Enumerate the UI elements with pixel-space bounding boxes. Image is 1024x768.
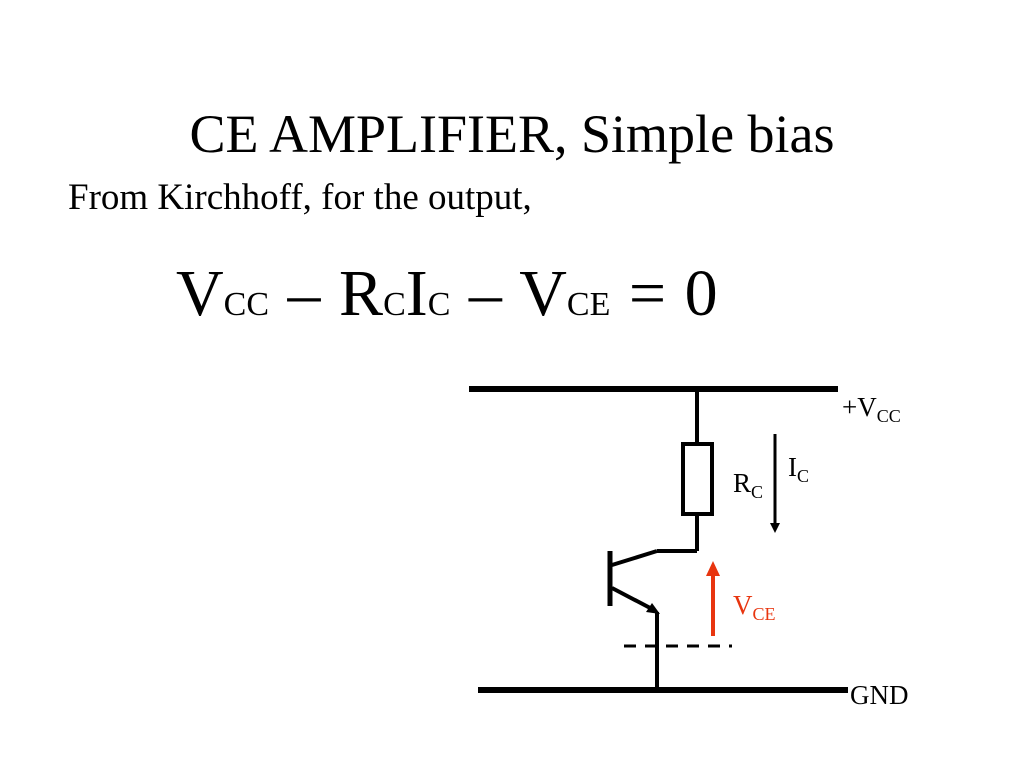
intro-text: From Kirchhoff, for the output, [68,177,532,218]
eq-zero: 0 [684,257,718,330]
gnd-label: GND [850,680,909,710]
vcc-label: +VCC [842,392,901,431]
eq-vcc-subscript: CC [223,286,270,323]
eq-minus-sign: – [468,257,502,330]
kirchhoff-equation: VCC – RCIC – VCE = 0 [176,254,718,345]
vce-label-subscript: CE [752,604,776,624]
vce-arrow-head-icon [706,561,720,576]
vce-label-main: V [733,590,753,620]
ic-label-main: I [788,452,797,482]
ic-label: IC [788,452,809,491]
eq-minus-sign: – [287,257,321,330]
transistor-emitter-line [611,586,655,612]
eq-vcc-symbol: V [176,257,224,330]
eq-i-subscript: C [427,286,451,323]
eq-r-symbol: R [339,257,384,330]
rc-label-subscript: C [751,482,764,502]
eq-vce-symbol: V [519,257,567,330]
rc-label: RC [733,468,763,507]
eq-i-symbol: I [405,257,428,330]
vce-label: VCE [733,590,776,629]
collector-resistor [681,442,714,516]
eq-equals-sign: = [628,257,667,330]
emitter-arrow-icon [646,603,660,614]
eq-r-subscript: C [383,286,406,323]
eq-vce-subscript: CE [566,286,611,323]
vcc-label-main: +V [842,392,877,422]
transistor-collector-line [611,549,658,567]
vcc-label-subscript: CC [876,406,901,426]
rc-label-main: R [733,468,752,498]
ic-label-subscript: C [797,466,810,486]
slide-title: CE AMPLIFIER, Simple bias [189,104,835,164]
